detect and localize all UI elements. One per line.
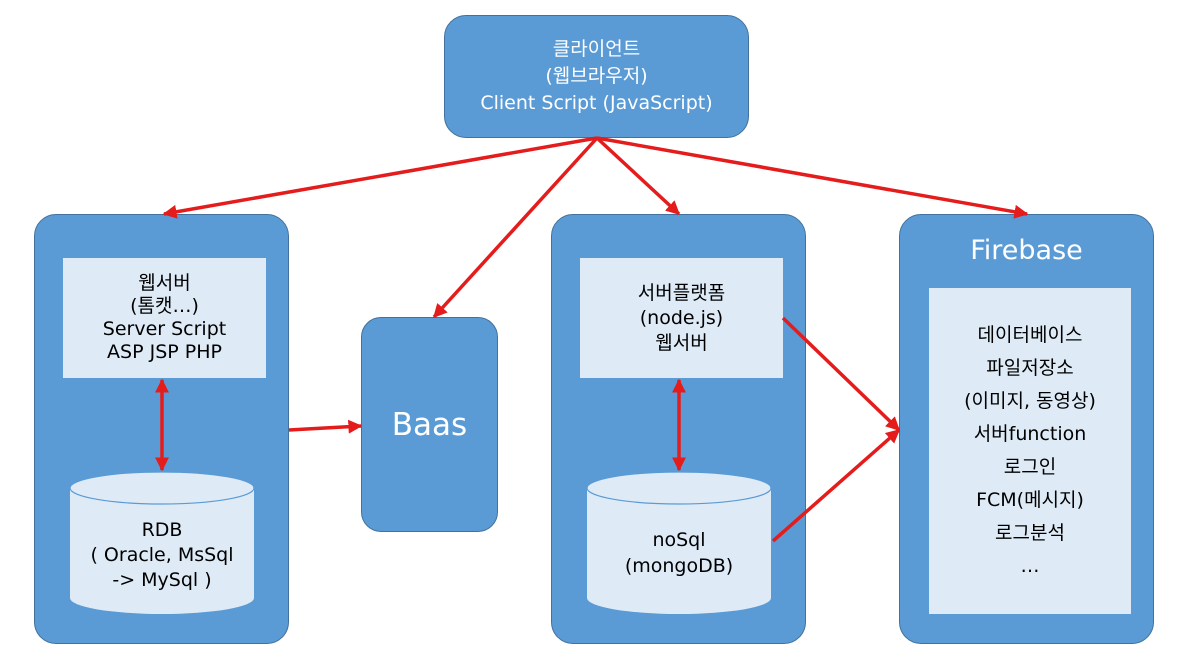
web-server-line-2: (톰캣…) bbox=[130, 295, 199, 317]
arrow-client-to-serverplatform bbox=[595, 136, 681, 216]
nosql-label: noSql (mongoDB) bbox=[587, 518, 771, 588]
firebase-title: Firebase bbox=[970, 235, 1083, 266]
client-line-2: (웹브라우저) bbox=[545, 65, 648, 87]
baas-box bbox=[361, 317, 498, 532]
rdb-line-3: -> MySql ) bbox=[112, 568, 212, 591]
server-platform-line-3: 웹서버 bbox=[655, 331, 708, 354]
web-server-line-3: Server Script bbox=[102, 318, 227, 340]
server-platform-line-2: (node.js) bbox=[639, 306, 724, 329]
client-box bbox=[444, 15, 749, 138]
arrow-client-to-firebase bbox=[596, 136, 1029, 219]
rdb-label: RDB ( Oracle, MsSql -> MySql ) bbox=[70, 510, 254, 600]
firebase-feature: 데이터베이스 bbox=[977, 324, 1083, 346]
client-label: 클라이언트 (웹브라우저) Client Script (JavaScript) bbox=[444, 15, 749, 138]
firebase-feature: 서버function bbox=[973, 423, 1087, 445]
firebase-feature: 로그인 bbox=[1003, 456, 1057, 478]
nosql-line-1: noSql bbox=[652, 529, 706, 551]
baas-label: Baas bbox=[391, 406, 468, 443]
server-platform-box: 서버플랫폼 (node.js) 웹서버 bbox=[580, 258, 783, 378]
rdb-line-1: RDB bbox=[141, 518, 183, 541]
nosql-line-2: (mongoDB) bbox=[624, 555, 734, 577]
firebase-feature: … bbox=[1020, 555, 1040, 577]
firebase-features-box: 데이터베이스 파일저장소 (이미지, 동영상) 서버function 로그인 F… bbox=[929, 288, 1131, 614]
firebase-feature: 로그분석 bbox=[995, 522, 1065, 544]
arrow-client-to-webserver bbox=[162, 136, 598, 219]
client-line-3: Client Script (JavaScript) bbox=[480, 92, 713, 114]
rdb-line-2: ( Oracle, MsSql bbox=[90, 543, 234, 566]
firebase-feature: FCM(메시지) bbox=[976, 489, 1084, 511]
web-server-box: 웹서버 (톰캣…) Server Script ASP JSP PHP bbox=[63, 258, 266, 378]
firebase-feature: (이미지, 동영상) bbox=[964, 390, 1096, 412]
server-platform-line-1: 서버플랫폼 bbox=[637, 281, 726, 304]
client-line-1: 클라이언트 bbox=[552, 38, 641, 60]
arrow-container-to-baas bbox=[288, 419, 363, 434]
firebase-feature: 파일저장소 bbox=[986, 357, 1074, 379]
web-server-line-1: 웹서버 bbox=[138, 272, 191, 294]
web-server-line-4: ASP JSP PHP bbox=[107, 341, 222, 363]
